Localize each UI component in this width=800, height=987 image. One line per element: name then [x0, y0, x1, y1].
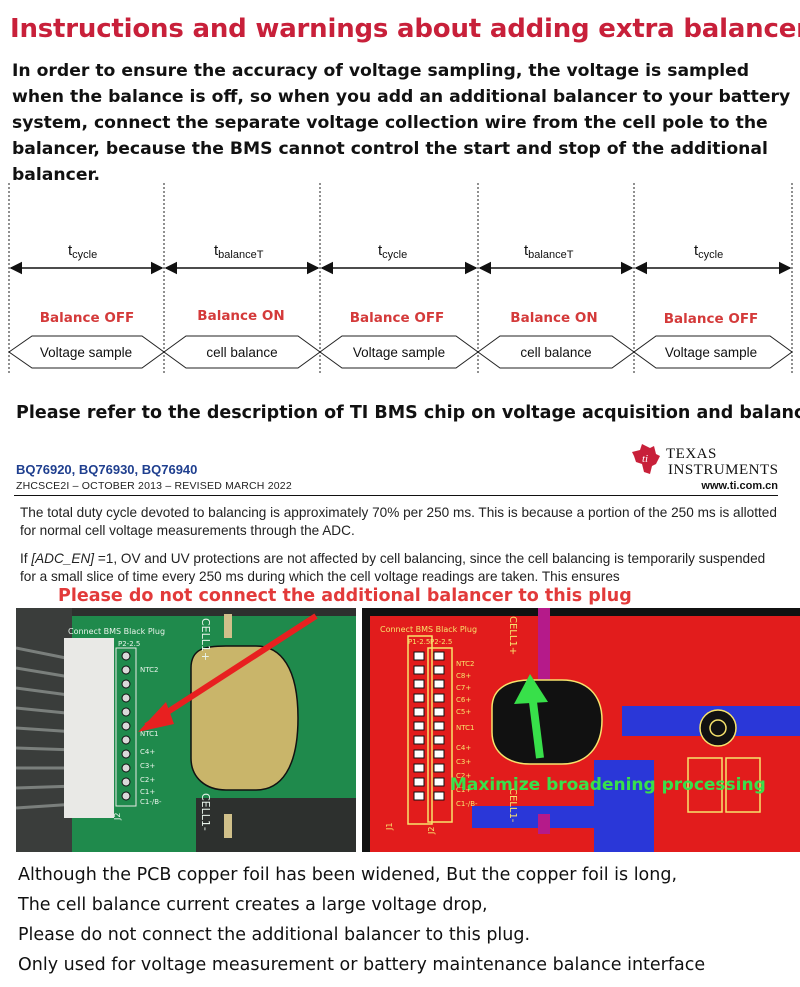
pin-label: C7+: [456, 684, 471, 692]
mounting-hole: [699, 709, 737, 747]
cell-top-label: CELL1+: [199, 618, 212, 661]
wire-lug: [224, 814, 232, 838]
ti-logo-icon: [632, 444, 660, 474]
duration-label: tcycle: [378, 242, 407, 261]
cell-bottom-label: CELL1-: [199, 793, 212, 831]
arrow-head-icon: [514, 674, 548, 704]
duration-label: tbalanceT: [214, 242, 264, 261]
pin-label: C1-/B-: [456, 800, 478, 808]
ti-datasheet-excerpt: [0, 440, 800, 610]
pin-label: NTC2: [456, 660, 474, 668]
balance-state: Balance ON: [197, 308, 284, 324]
phase-label: cell balance: [206, 345, 277, 360]
board-label: Connect BMS Black Plug: [380, 625, 477, 634]
pcb-photo-left: Connect BMS Black Plug P2-2.5 CELL1+ CEL…: [16, 608, 356, 852]
ti-url: www.ti.com.cn: [701, 480, 778, 492]
plug-connector: [64, 638, 114, 818]
timing-diagram: tcycle tbalanceT tcycle tbalanceT tcycle…: [8, 183, 793, 375]
pin-label: C2+: [456, 772, 471, 780]
note-line: Although the PCB copper foil has been wi…: [18, 865, 678, 885]
reference-heading: Please refer to the description of TI BM…: [16, 403, 800, 423]
pin-label: C1+: [140, 788, 155, 796]
pin-label: C2+: [140, 776, 155, 784]
pointer-arrow: [144, 613, 318, 729]
balance-state: Balance OFF: [350, 310, 445, 326]
pin-label: C1-/B-: [140, 798, 162, 806]
arrow-head-icon: [138, 702, 174, 732]
plug-label: P2-2.5: [430, 638, 452, 646]
phase-label: Voltage sample: [665, 345, 757, 360]
pin-label: C1+: [456, 786, 471, 794]
plug-warning: Please do not connect the additional bal…: [58, 586, 632, 606]
pin-label: C5+: [456, 708, 471, 716]
duration-label: tbalanceT: [524, 242, 574, 261]
pin-label: NTC1: [140, 730, 158, 738]
pcb-layout-right: Connect BMS Black Plug P1-2.5 P2-2.5 CEL…: [362, 608, 800, 852]
pcb-annotation: Maximize broadening processing: [450, 775, 766, 795]
ti-part-numbers: BQ76920, BQ76930, BQ76940: [16, 462, 198, 477]
svg-text:TEXAS: TEXAS: [666, 446, 717, 462]
pin-label: NTC1: [456, 724, 474, 732]
pin-label: C8+: [456, 672, 471, 680]
phase-label: Voltage sample: [353, 345, 445, 360]
j-label: J1: [385, 823, 394, 831]
duration-label: tcycle: [68, 242, 97, 261]
pointer-arrow: [528, 693, 544, 759]
pin-label: C3+: [456, 758, 471, 766]
pcb-cutout: [190, 645, 299, 791]
page-title: Instructions and warnings about adding e…: [10, 14, 800, 44]
j-label: J2: [113, 813, 122, 821]
pin-label: C3+: [140, 762, 155, 770]
balance-state: Balance OFF: [40, 310, 135, 326]
wire-lug: [224, 614, 232, 638]
note-line: The cell balance current creates a large…: [18, 895, 488, 915]
ti-paragraph-1: The total duty cycle devoted to balancin…: [20, 505, 777, 538]
ti-document-id: ZHCSCE2I – OCTOBER 2013 – REVISED MARCH …: [16, 480, 292, 492]
note-line: Only used for voltage measurement or bat…: [18, 955, 706, 975]
intro-paragraph: In order to ensure the accuracy of volta…: [12, 61, 791, 185]
duration-label: tcycle: [694, 242, 723, 261]
pin-label: C6+: [456, 696, 471, 704]
pin-label: NTC2: [140, 666, 158, 674]
plug-label: P1-2.5: [408, 638, 430, 646]
phase-hexagon: [633, 335, 793, 369]
bottom-notes: Although the PCB copper foil has been wi…: [18, 860, 798, 980]
pin-label: C4+: [456, 744, 471, 752]
plug-label: P2-2.5: [118, 640, 140, 648]
pin-label: C4+: [140, 748, 155, 756]
svg-text:ti: ti: [642, 453, 648, 465]
note-line: Please do not connect the additional bal…: [18, 925, 531, 945]
divider: [14, 495, 778, 496]
balance-state: Balance OFF: [664, 311, 759, 327]
balance-state: Balance ON: [510, 310, 597, 326]
phase-label: Voltage sample: [40, 345, 132, 360]
cell-top-label: CELL1+: [507, 616, 518, 655]
ti-logo: ti TEXAS INSTRUMENTS: [632, 444, 779, 478]
board-label: Connect BMS Black Plug: [68, 627, 165, 636]
phase-label: cell balance: [520, 345, 591, 360]
j-label: J2: [427, 827, 436, 835]
cell-bottom-label: CELL1-: [507, 788, 518, 823]
pcb-cutout: [491, 679, 603, 765]
svg-text:INSTRUMENTS: INSTRUMENTS: [668, 462, 779, 478]
ti-paragraph-2: If [ADC_EN] =1, OV and UV protections ar…: [20, 551, 766, 584]
